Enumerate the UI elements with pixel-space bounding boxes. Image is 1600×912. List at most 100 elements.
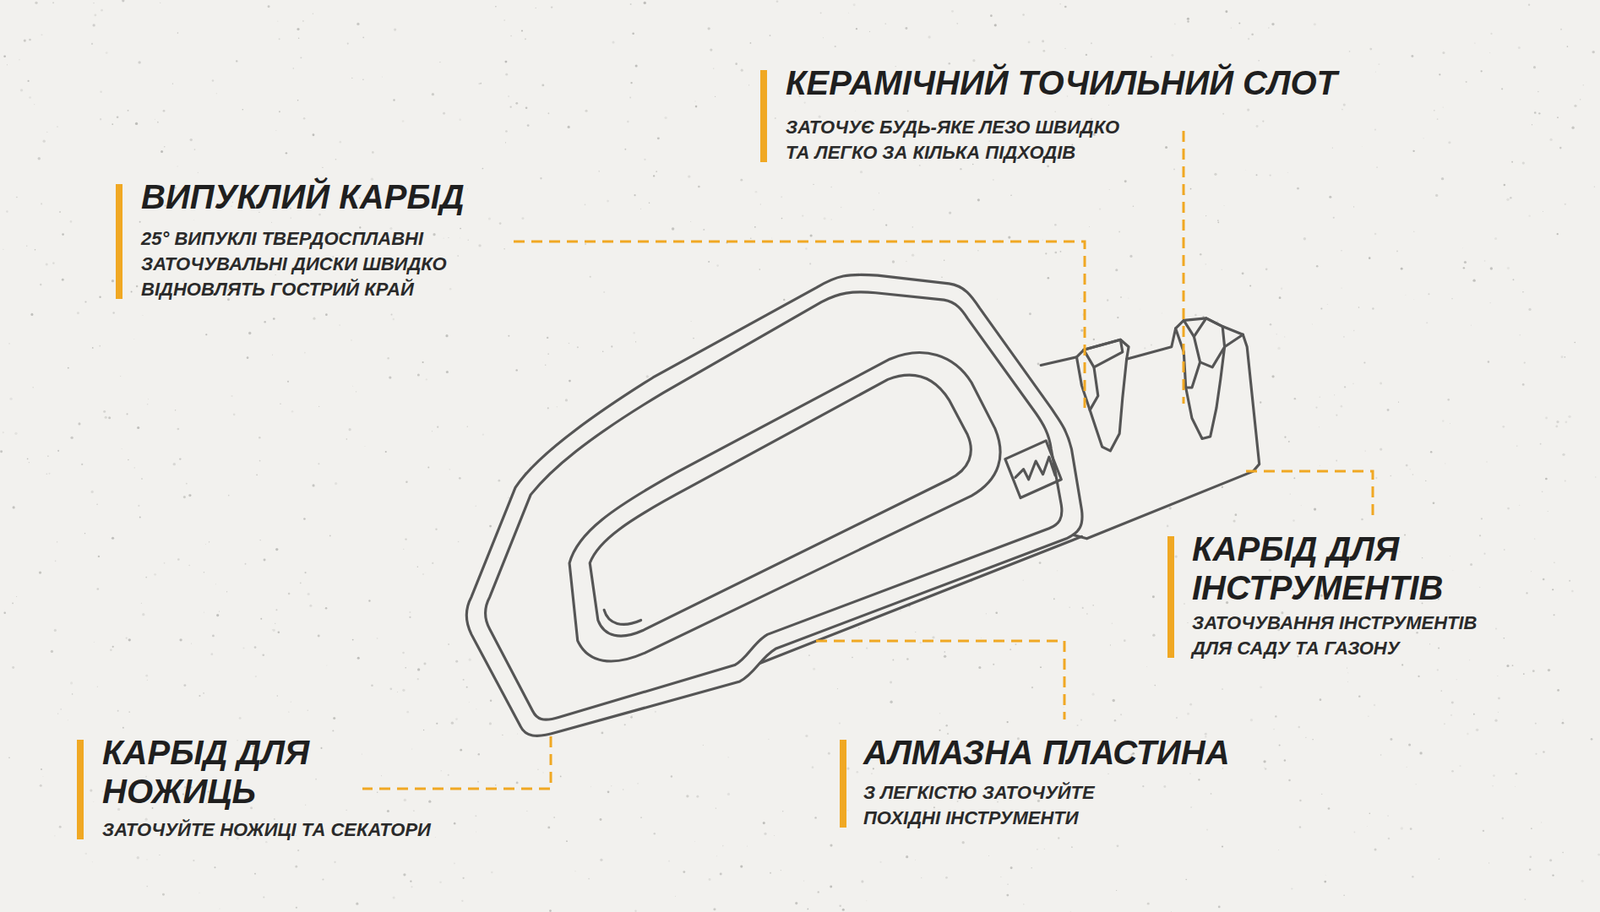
speckle: [163, 562, 166, 565]
speckle: [1170, 911, 1173, 912]
speckle: [1010, 866, 1013, 870]
speckle: [1256, 174, 1258, 176]
speckle: [67, 367, 70, 370]
speckle: [1561, 722, 1565, 725]
speckle: [914, 859, 917, 861]
speckle: [1551, 874, 1554, 877]
speckle: [1088, 225, 1090, 228]
speckle: [497, 479, 501, 483]
speckle: [1432, 501, 1436, 505]
speckle: [653, 832, 656, 835]
speckle: [1374, 128, 1377, 131]
speckle: [1146, 665, 1149, 668]
speckle: [1509, 196, 1512, 199]
speckle: [740, 69, 744, 72]
speckle: [27, 458, 29, 461]
speckle: [244, 563, 247, 566]
speckle: [1244, 169, 1247, 172]
speckle: [814, 816, 817, 819]
speckle: [141, 315, 143, 316]
speckle: [1041, 39, 1045, 43]
speckle: [781, 217, 784, 220]
speckle: [1438, 859, 1441, 861]
speckle: [1540, 821, 1543, 824]
speckle: [1332, 146, 1334, 148]
speckle: [865, 900, 868, 903]
speckle: [1387, 838, 1391, 841]
speckle: [274, 623, 276, 625]
speckle: [242, 647, 245, 649]
speckle: [39, 784, 43, 788]
speckle: [1286, 171, 1289, 174]
speckle: [28, 38, 32, 42]
speckle: [179, 457, 181, 460]
speckle: [1039, 666, 1042, 669]
speckle: [1409, 827, 1413, 831]
window-shade: [604, 609, 641, 625]
speckle: [829, 844, 833, 848]
speckle: [111, 279, 115, 283]
speckle: [1495, 627, 1497, 630]
speckle: [137, 505, 140, 507]
speckle: [14, 432, 17, 436]
speckle: [1333, 217, 1335, 219]
speckle: [1379, 447, 1383, 451]
speckle: [1292, 519, 1295, 522]
speckle: [468, 239, 469, 241]
speckle: [199, 892, 201, 894]
speckle: [1387, 408, 1390, 412]
speckle: [769, 34, 772, 37]
speckle: [159, 2, 161, 4]
speckle: [834, 45, 837, 48]
speckle: [547, 353, 550, 355]
speckle: [1411, 876, 1415, 879]
speckle: [1080, 718, 1083, 721]
speckle: [1451, 770, 1454, 773]
speckle: [526, 810, 528, 813]
speckle: [1469, 659, 1471, 662]
speckle: [1014, 643, 1017, 646]
speckle: [77, 422, 81, 425]
speckle: [1360, 518, 1364, 522]
speckle: [925, 599, 928, 602]
speckle: [1561, 453, 1565, 457]
speckle: [258, 436, 262, 440]
speckle: [346, 438, 348, 440]
speckle: [847, 810, 849, 812]
speckle: [549, 909, 552, 912]
speckle: [18, 59, 20, 60]
speckle: [1221, 688, 1224, 691]
speckle: [805, 247, 807, 250]
speckle: [1425, 480, 1426, 482]
speckle: [70, 436, 73, 440]
speckle: [1556, 420, 1559, 424]
speckle: [535, 7, 537, 9]
speckle: [1153, 685, 1156, 687]
speckle: [482, 434, 485, 436]
speckle: [1573, 342, 1576, 344]
speckle: [1573, 104, 1577, 108]
speckle: [381, 76, 383, 77]
speckle: [136, 426, 140, 430]
speckle: [1294, 397, 1296, 400]
speckle: [539, 177, 542, 180]
speckle: [45, 263, 49, 267]
speckle: [1571, 590, 1574, 594]
speckle: [177, 558, 180, 561]
speckle: [1290, 887, 1293, 890]
speckle: [34, 249, 37, 251]
speckle: [992, 663, 995, 666]
speckle: [279, 403, 281, 405]
speckle: [668, 860, 670, 863]
speckle: [146, 403, 148, 405]
speckle: [1127, 297, 1129, 299]
speckle: [1143, 347, 1146, 349]
speckle: [275, 130, 277, 131]
speckle: [338, 324, 341, 327]
speckle: [1311, 739, 1313, 741]
speckle: [1506, 664, 1509, 668]
speckle: [1442, 419, 1444, 422]
speckle: [750, 42, 752, 44]
speckle: [212, 635, 215, 638]
